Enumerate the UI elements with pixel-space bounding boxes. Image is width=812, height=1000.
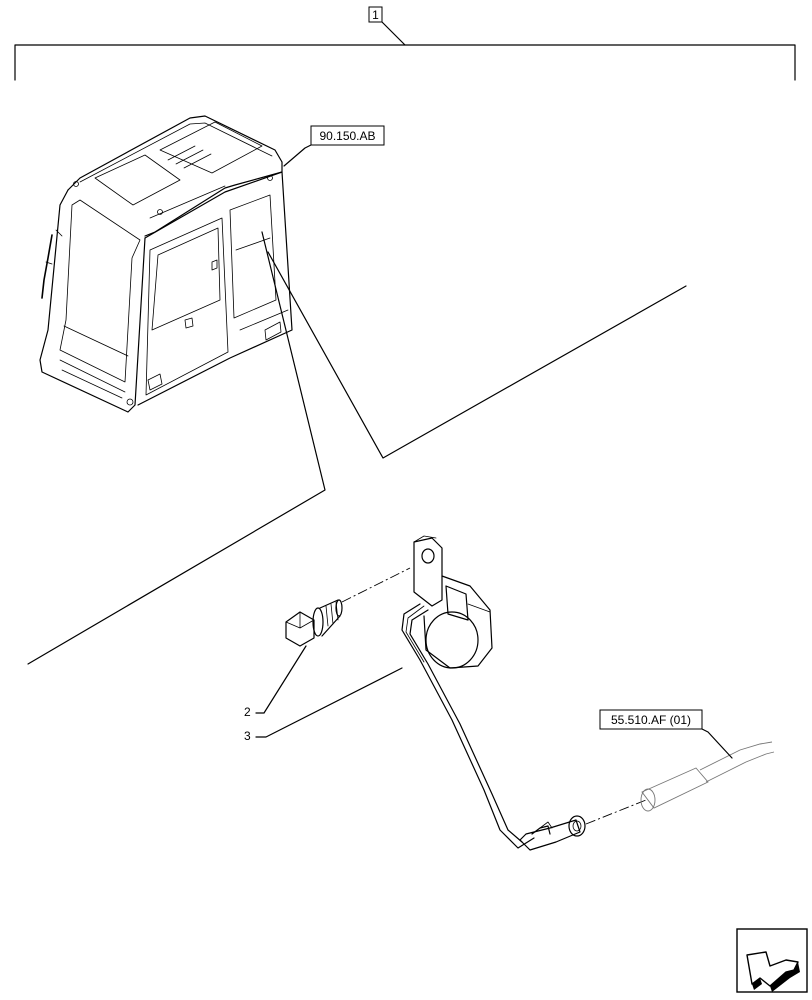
- harness-connector: [640, 741, 775, 812]
- harness-reference-label: 55.510.AF (01): [611, 713, 691, 727]
- cab-illustration: [39, 115, 293, 413]
- cab-reference-callout: 90.150.AB: [283, 125, 385, 167]
- cab-reference-label: 90.150.AB: [319, 129, 375, 143]
- sensor-part: [401, 535, 647, 851]
- part-number-sensor: 3: [244, 729, 251, 743]
- detail-projection-lines: [27, 231, 687, 665]
- part-leaders: 2 3: [244, 645, 403, 743]
- assembly-bracket: 1: [14, 6, 796, 81]
- bolt-part: [285, 567, 411, 647]
- assembly-callout-label: 1: [372, 8, 379, 22]
- arrow-back-icon[interactable]: [736, 928, 808, 993]
- harness-reference-callout: 55.510.AF (01): [599, 709, 733, 759]
- part-number-bolt: 2: [244, 705, 251, 719]
